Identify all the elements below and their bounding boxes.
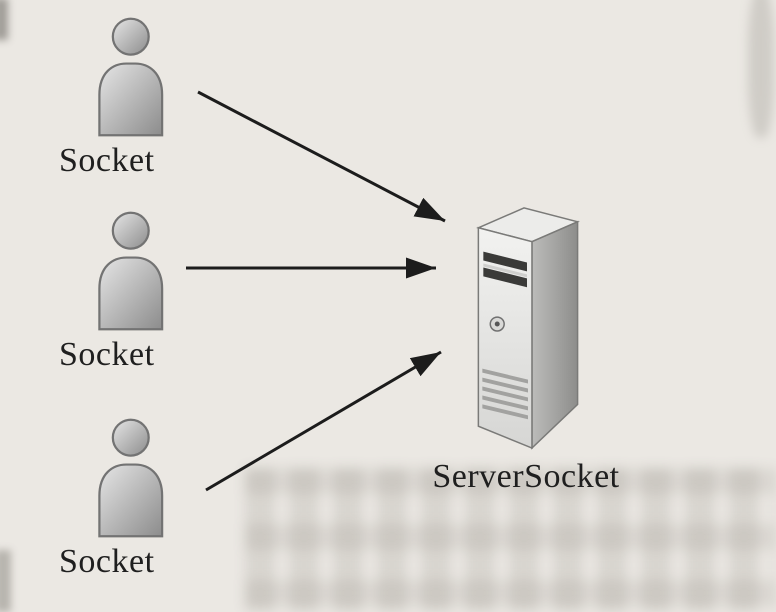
scan-artifact xyxy=(748,0,774,138)
server-tower-icon xyxy=(476,207,580,450)
scan-artifact xyxy=(0,550,11,612)
person-icon xyxy=(98,418,164,538)
socket-label: Socket xyxy=(59,336,155,373)
socket-label: Socket xyxy=(59,142,155,179)
scan-artifact xyxy=(0,0,8,40)
arrow-client1-to-server xyxy=(197,90,446,223)
client-node: Socket xyxy=(55,14,225,179)
person-icon xyxy=(98,17,164,137)
person-icon xyxy=(98,211,164,331)
client-node: Socket xyxy=(55,208,225,373)
socket-label: Socket xyxy=(59,543,155,580)
arrow-client3-to-server xyxy=(205,350,442,492)
server-node: ServerSocket xyxy=(420,198,632,495)
client-node: Socket xyxy=(55,415,225,580)
serversocket-label: ServerSocket xyxy=(432,458,620,495)
